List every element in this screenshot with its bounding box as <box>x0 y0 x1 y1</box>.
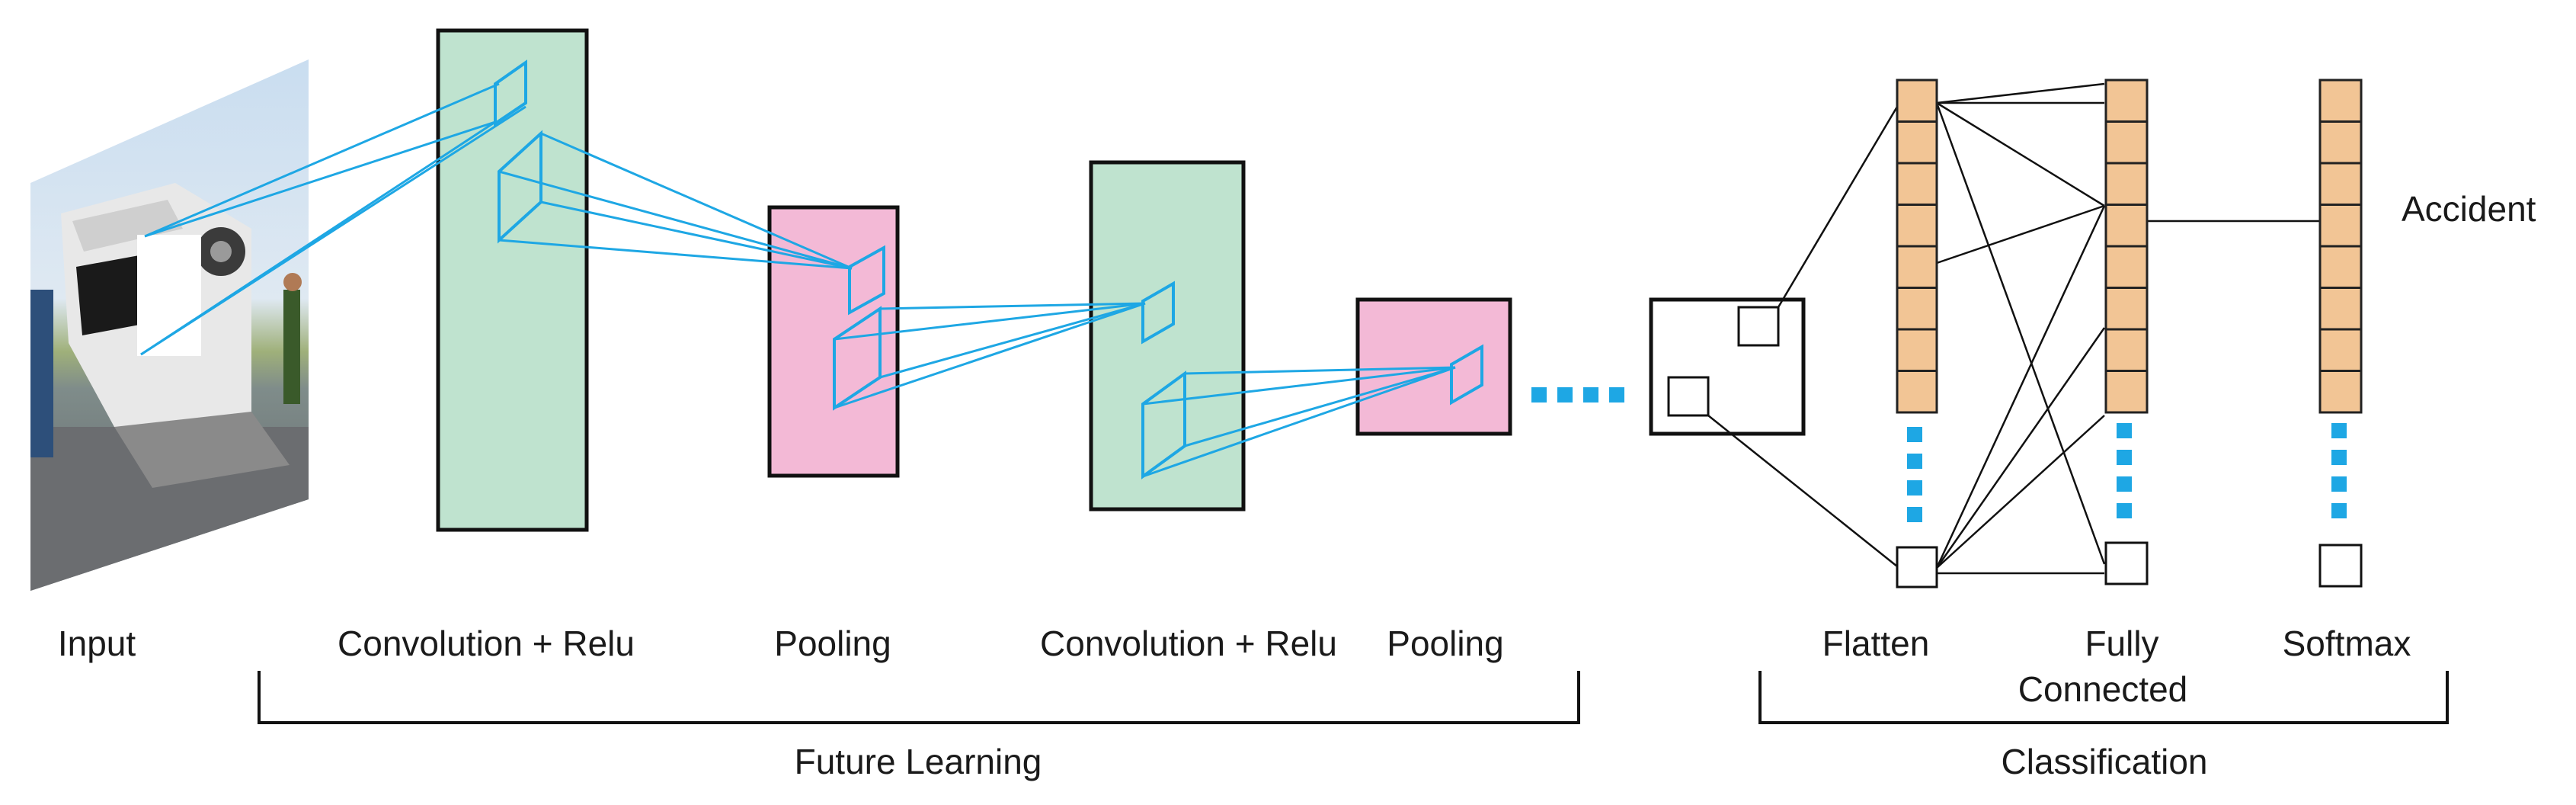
flatten-neuron <box>1896 245 1938 289</box>
projection-conv2-to-pool2 <box>1141 344 1483 479</box>
fully-connected-neurons <box>2104 79 2149 414</box>
softmax-neuron <box>2318 162 2363 206</box>
fc-neuron <box>2104 287 2149 331</box>
softmax-neuron <box>2318 204 2363 248</box>
fc-neuron <box>2104 120 2149 165</box>
flatten-neuron <box>1896 120 1938 165</box>
continuation-dots <box>1531 387 1624 402</box>
flatten-neuron <box>1896 287 1938 331</box>
label-output-class: Accident <box>2402 189 2536 229</box>
fc-neuron <box>2104 328 2149 372</box>
label-fully-connected-2: Connected <box>2018 669 2188 709</box>
pool2-feature-map <box>1355 297 1512 436</box>
flatten-neuron <box>1896 328 1938 372</box>
label-flatten: Flatten <box>1822 624 1930 663</box>
input-image <box>30 59 309 591</box>
projection-input-to-conv1 <box>140 59 527 356</box>
label-conv1: Convolution + Relu <box>338 624 635 663</box>
softmax-neuron <box>2318 287 2363 331</box>
group-label-feature-learning: Future Learning <box>795 742 1042 781</box>
flatten-neuron <box>1896 79 1938 123</box>
fc-neuron <box>2104 204 2149 248</box>
softmax-neuron <box>2318 245 2363 289</box>
bracket-feature-learning <box>258 671 1580 724</box>
fc-neuron <box>2104 370 2149 414</box>
label-fully-connected-1: Fully <box>2085 624 2158 663</box>
softmax-last-neuron <box>2318 544 2363 588</box>
fc-neuron <box>2104 79 2149 123</box>
flatten-neuron <box>1896 370 1938 414</box>
neuron-vertical-dots <box>1907 423 2347 522</box>
dense-connections <box>1707 82 2320 575</box>
fc-neuron <box>2104 162 2149 206</box>
softmax-neuron <box>2318 120 2363 165</box>
fc-last-neuron <box>2104 541 2149 585</box>
softmax-neurons <box>2318 79 2363 414</box>
softmax-neuron <box>2318 328 2363 372</box>
projection-conv1-to-pool1 <box>498 130 885 316</box>
flatten-input-box <box>1649 297 1806 436</box>
label-pool1: Pooling <box>774 624 891 663</box>
group-label-classification: Classification <box>2002 742 2208 781</box>
label-conv2: Convolution + Relu <box>1040 624 1337 663</box>
flatten-neuron <box>1896 204 1938 248</box>
label-input: Input <box>58 624 136 663</box>
label-pool2: Pooling <box>1387 624 1503 663</box>
label-softmax: Softmax <box>2283 624 2411 663</box>
flatten-neurons <box>1896 79 1938 414</box>
flatten-neuron <box>1896 162 1938 206</box>
projection-pool1-to-conv2 <box>833 281 1175 411</box>
conv1-feature-map <box>436 28 589 532</box>
bracket-classification <box>1758 671 2449 724</box>
softmax-neuron <box>2318 79 2363 123</box>
softmax-neuron <box>2318 370 2363 414</box>
fc-neuron <box>2104 245 2149 289</box>
flatten-last-neuron <box>1896 546 1938 589</box>
